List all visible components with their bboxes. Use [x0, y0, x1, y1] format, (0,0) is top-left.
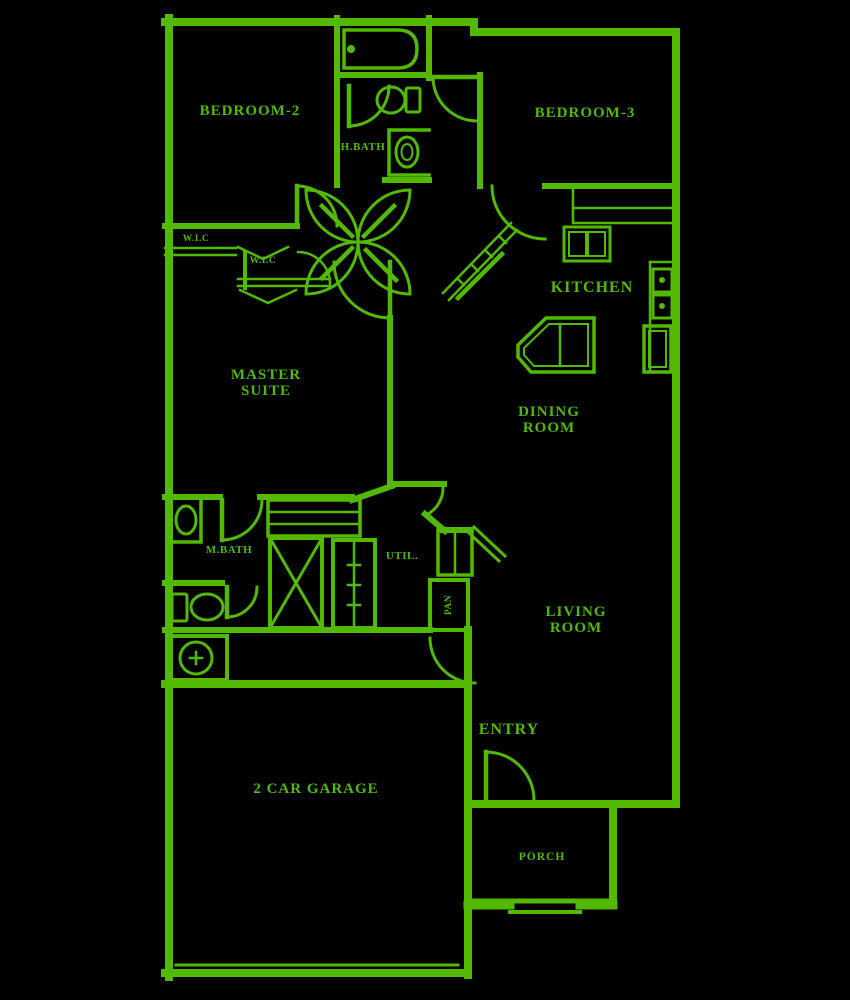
outer-walls — [161, 14, 680, 981]
kitchen-sink — [562, 225, 612, 263]
wic-shelves — [163, 245, 332, 305]
room-label-entry: ENTRY — [478, 721, 540, 738]
door-arcs — [219, 74, 547, 803]
room-label-porch: PORCH — [518, 851, 566, 863]
room-label-wic-upper: W.I.C — [182, 234, 210, 244]
bathtub — [342, 28, 419, 70]
refrigerator — [642, 324, 673, 374]
room-label-kitchen: KITCHEN — [550, 279, 634, 296]
linen-shelves — [266, 498, 362, 538]
room-label-wic-lower: W.I.C — [249, 256, 277, 266]
room-label-bedroom-2: BEDROOM-2 — [199, 103, 301, 119]
utility-closet — [331, 538, 377, 630]
breakfast-bar — [441, 221, 519, 302]
hall-door-petals — [304, 188, 412, 296]
room-label-utility: UTIL. — [385, 550, 419, 562]
toilet-hall-bath — [375, 85, 422, 115]
kitchen-island — [516, 316, 596, 374]
room-label-living-room: LIVING ROOM — [545, 604, 607, 637]
toilet-master-bath — [170, 592, 225, 623]
room-label-garage: 2 CAR GARAGE — [253, 781, 379, 797]
water-heater — [165, 634, 229, 682]
pantry-cabinet — [428, 578, 470, 632]
room-label-master-bath: M.BATH — [205, 544, 253, 556]
room-label-hall-bath: H.BATH — [340, 141, 386, 153]
room-label-pantry: PAN — [443, 594, 454, 616]
vanity-hall-bath — [387, 128, 431, 177]
porch-step — [463, 898, 618, 914]
room-label-bedroom-3: BEDROOM-3 — [534, 105, 636, 121]
vanity-master-bath — [168, 496, 203, 544]
shower — [267, 535, 325, 631]
pantry-shelf — [436, 528, 474, 577]
room-label-dining-room: DINING ROOM — [518, 404, 580, 437]
stove — [651, 267, 674, 320]
room-label-master-suite: MASTER SUITE — [230, 367, 302, 400]
